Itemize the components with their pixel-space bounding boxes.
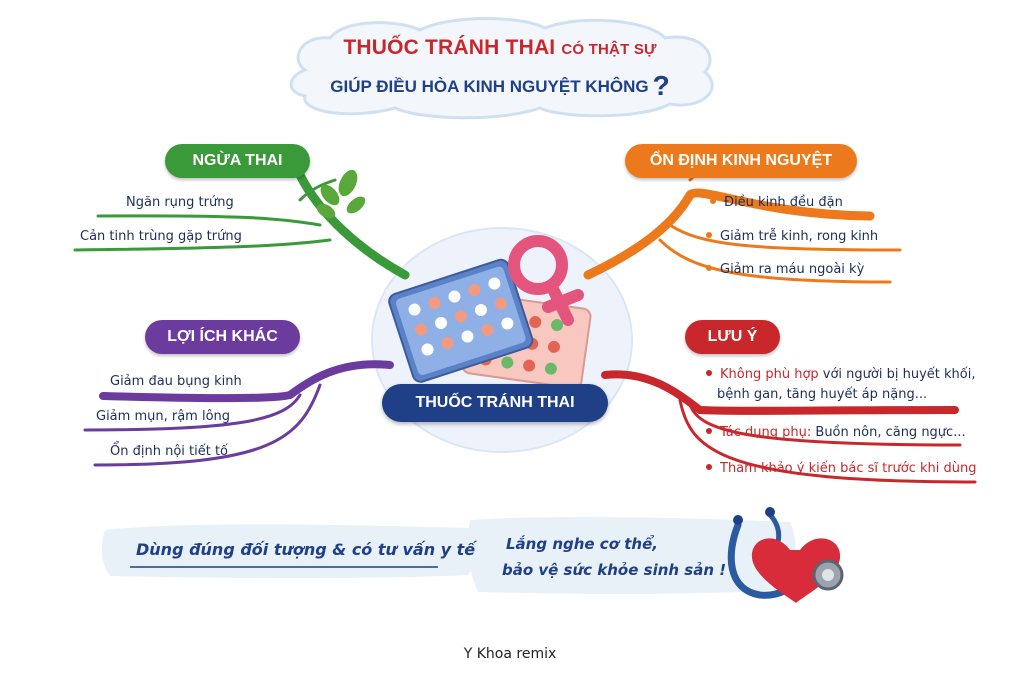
ngua-thai-item-1: Ngăn rụng trứng <box>126 195 234 210</box>
stethoscope-heart-icon <box>727 507 844 603</box>
title-question: GIÚP ĐIỀU HÒA KINH NGUYỆT KHÔNG <box>330 77 649 96</box>
luu-y-item-2-red: Tác dụng phụ: <box>720 425 812 440</box>
luu-y-pill: LƯU Ý <box>685 320 780 354</box>
luu-y-item-3-text: Tham khảo ý kiến bác sĩ trước khi dùng <box>720 461 977 476</box>
loi-ich-item-1: Giảm đau bụng kinh <box>110 374 242 389</box>
title-cloud <box>289 17 714 120</box>
banner-right-line2: bảo vệ sức khỏe sinh sản ! <box>502 561 727 579</box>
luu-y-item-3: Tham khảo ý kiến bác sĩ trước khi dùng <box>706 461 977 476</box>
title-line-1: THUỐC TRÁNH THAI CÓ THẬT SỰ <box>290 36 710 60</box>
bullet-dot <box>710 198 716 204</box>
credit-text: Y Khoa remix <box>463 646 557 662</box>
on-dinh-item-1-text: Điều kinh đều đặn <box>724 195 843 210</box>
question-mark: ? <box>652 70 670 101</box>
bullet-dot <box>706 464 712 470</box>
on-dinh-item-1: Điều kinh đều đặn <box>710 195 843 210</box>
title-main: THUỐC TRÁNH THAI <box>343 36 556 59</box>
loi-ich-khac-pill: LỢI ÍCH KHÁC <box>145 320 300 354</box>
luu-y-item-2-rest: Buồn nôn, căng ngực... <box>811 425 966 440</box>
bullet-dot <box>706 428 712 434</box>
leaf-sprig-icon <box>316 169 366 219</box>
on-dinh-kinh-nguyet-pill: ỔN ĐỊNH KINH NGUYỆT <box>625 144 857 178</box>
center-topic-label: THUỐC TRÁNH THAI <box>382 384 608 422</box>
ngua-thai-item-2: Cản tinh trùng gặp trứng <box>80 229 242 244</box>
female-symbol-icon <box>508 235 584 326</box>
luu-y-item-1-line2: bệnh gan, tăng huyết áp nặng... <box>717 387 928 402</box>
title-line-2: GIÚP ĐIỀU HÒA KINH NGUYỆT KHÔNG? <box>290 70 710 102</box>
bullet-dot <box>706 232 712 238</box>
pill-pack-icon <box>388 258 592 389</box>
title-small: CÓ THẬT SỰ <box>561 41 657 58</box>
bullet-dot <box>706 265 712 271</box>
on-dinh-item-2-text: Giảm trễ kinh, rong kinh <box>720 229 879 244</box>
luu-y-item-1: Không phù hợp với người bị huyết khối, <box>706 367 975 382</box>
branch-luu-y <box>601 370 977 484</box>
branch-loi-ich-khac <box>83 360 394 467</box>
bottom-banner <box>101 516 796 594</box>
loi-ich-item-2: Giảm mụn, rậm lông <box>96 409 231 424</box>
banner-left-text: Dùng đúng đối tượng & có tư vấn y tế <box>136 540 476 559</box>
on-dinh-item-3: Giảm ra máu ngoài kỳ <box>706 262 864 277</box>
bullet-dot <box>706 370 712 376</box>
on-dinh-item-3-text: Giảm ra máu ngoài kỳ <box>720 262 865 277</box>
luu-y-item-1-red: Không phù hợp <box>720 367 819 382</box>
on-dinh-item-2: Giảm trễ kinh, rong kinh <box>706 229 878 244</box>
loi-ich-item-3: Ổn định nội tiết tố <box>110 444 229 459</box>
banner-right-line1: Lắng nghe cơ thể, <box>506 535 658 553</box>
luu-y-item-1-rest: với người bị huyết khối, <box>818 367 976 382</box>
ngua-thai-pill: NGỪA THAI <box>165 144 310 178</box>
luu-y-item-2: Tác dụng phụ: Buồn nôn, căng ngực... <box>706 425 966 440</box>
